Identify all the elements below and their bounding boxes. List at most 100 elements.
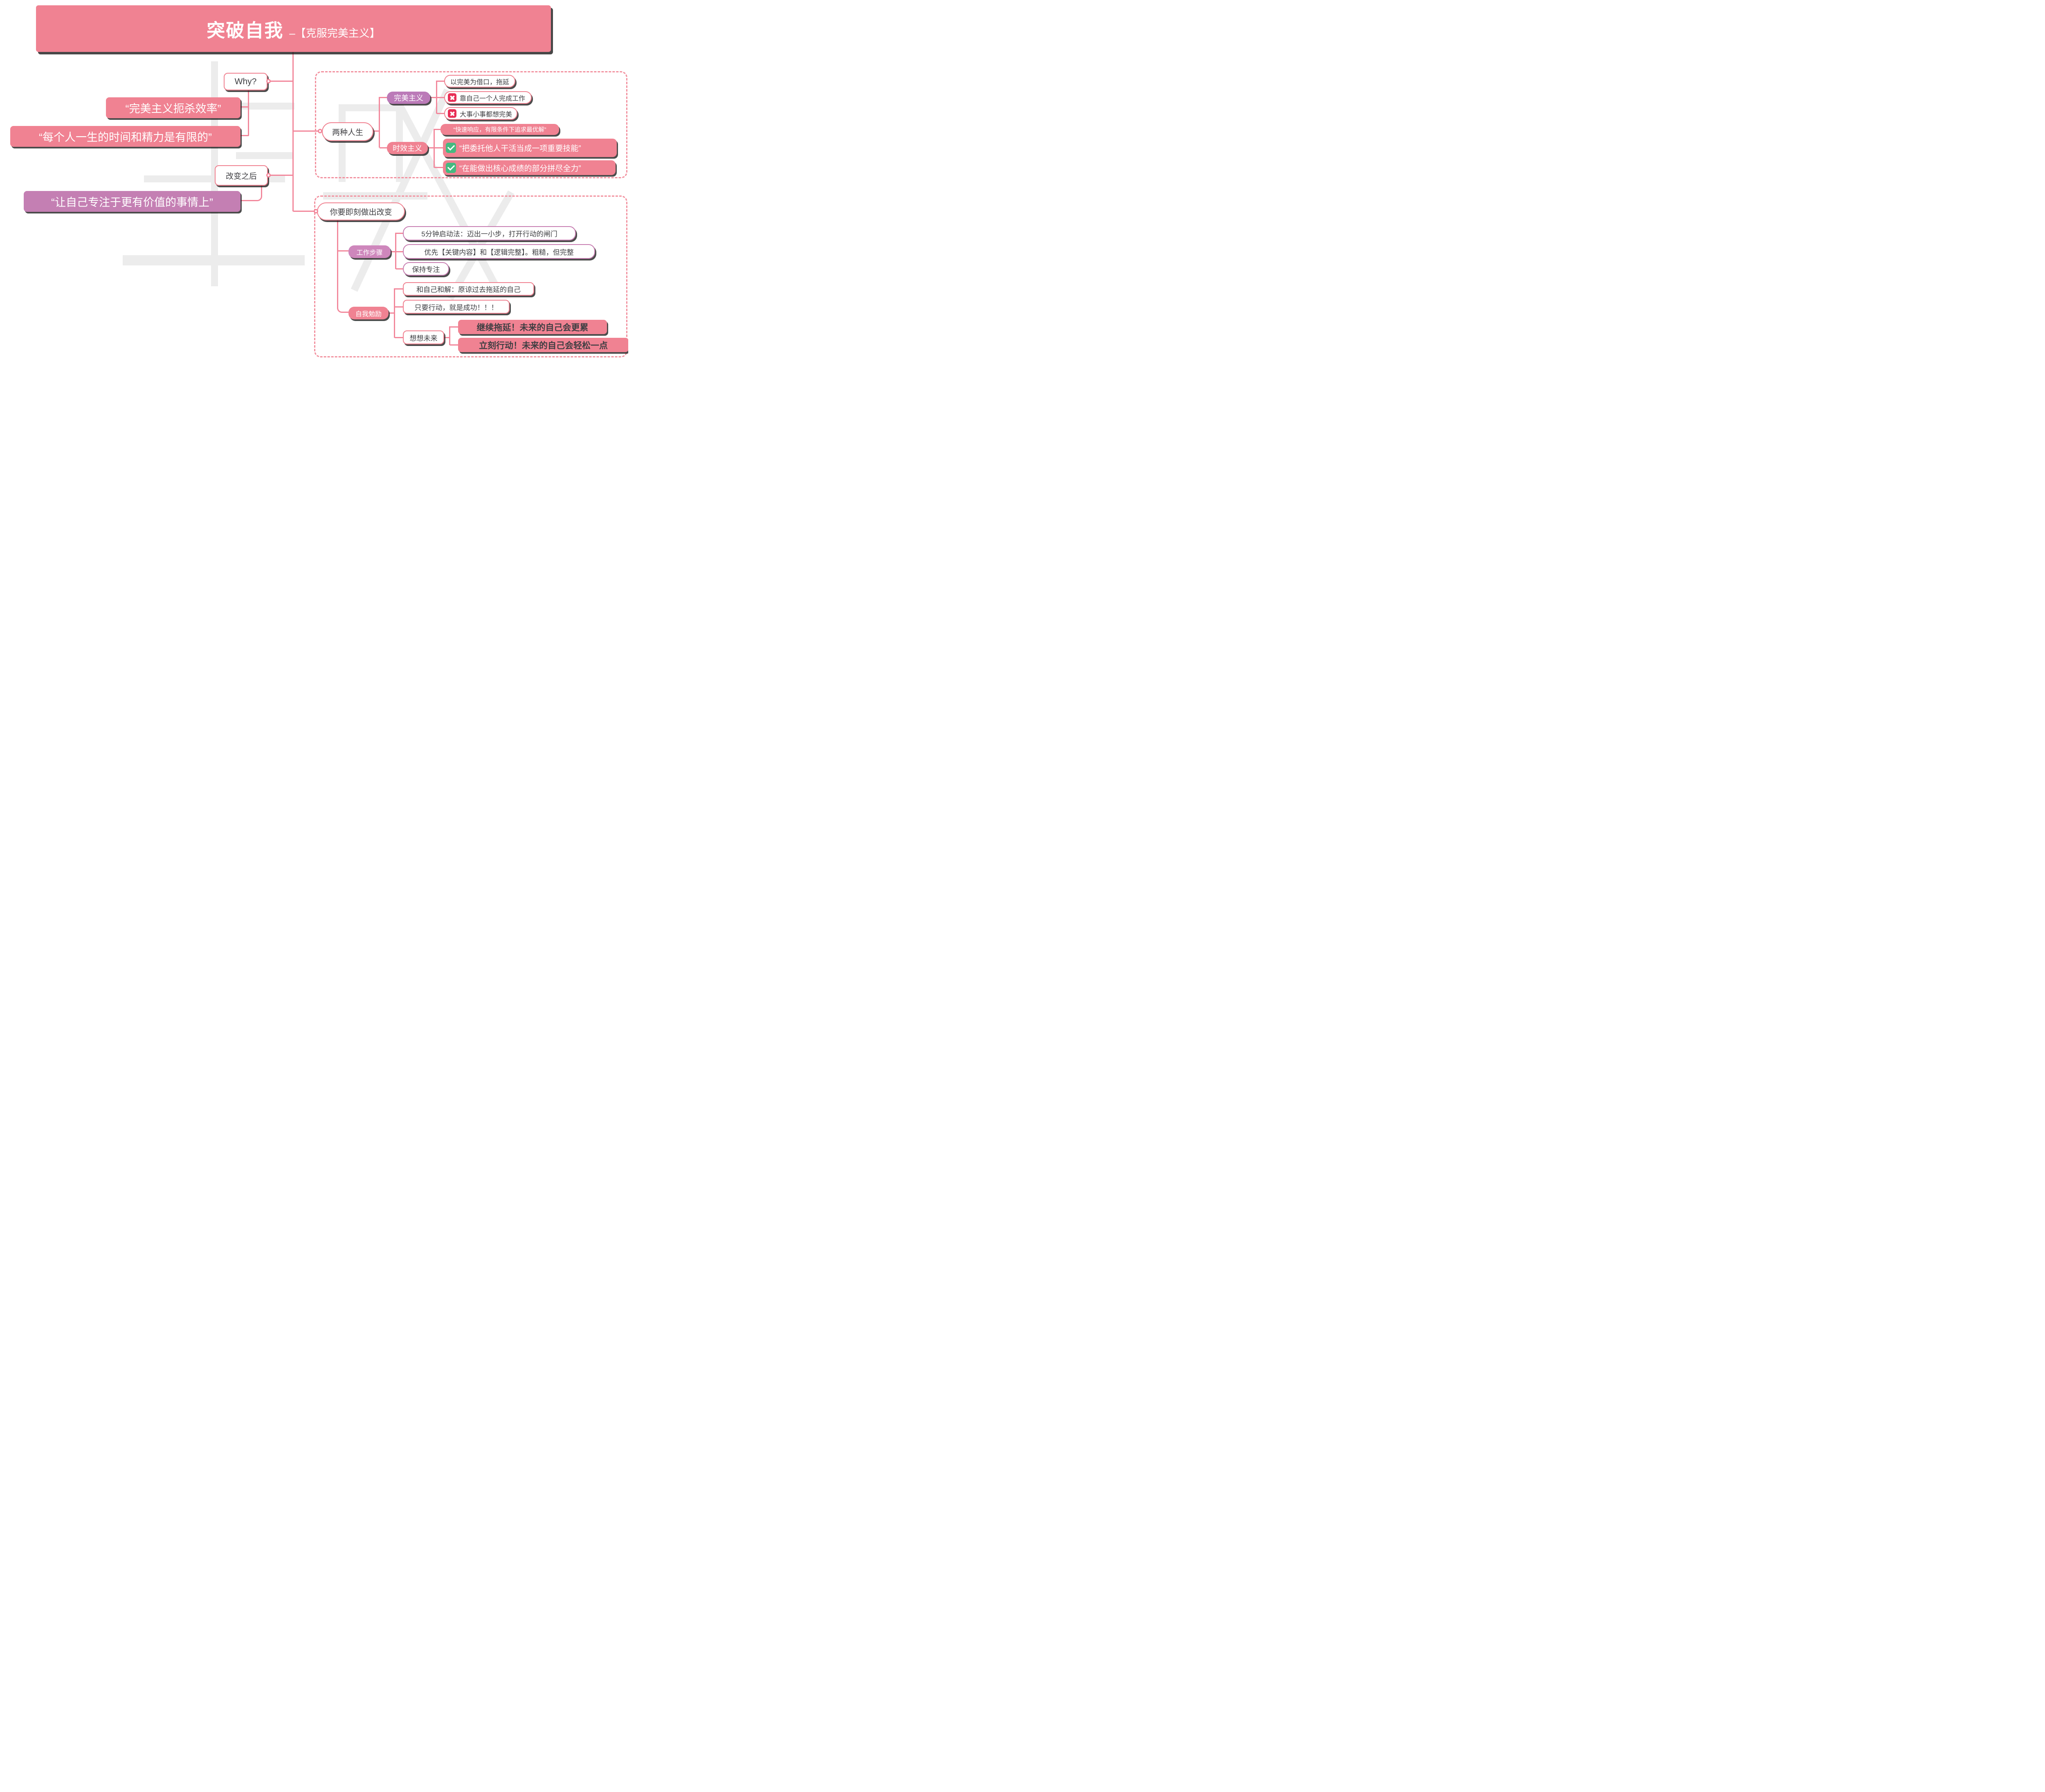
connector xyxy=(428,147,434,148)
connector-elbow xyxy=(240,185,262,201)
work-steps-item[interactable]: 5分钟启动法：迈出一小步，打开行动的闸门 xyxy=(403,226,576,240)
connector xyxy=(437,112,444,114)
quote-label: “让自己专注于更有价值的事情上” xyxy=(51,196,213,209)
connector xyxy=(434,128,440,130)
node-two-lives-label: 两种人生 xyxy=(332,128,363,137)
root-title-main: 突破自我 xyxy=(207,20,284,41)
connector xyxy=(337,220,338,292)
connector-dot xyxy=(266,79,271,83)
item-label: 保持专注 xyxy=(412,266,440,274)
connector xyxy=(380,97,387,98)
connector xyxy=(395,288,403,290)
connector xyxy=(268,80,293,82)
connector xyxy=(450,344,458,346)
connector xyxy=(449,326,450,345)
quote-label: “每个人一生的时间和精力是有限的” xyxy=(39,131,212,144)
check-icon xyxy=(446,162,456,173)
node-make-change[interactable]: 你要即刻做出改变 xyxy=(317,202,405,220)
connector-dot xyxy=(317,128,322,133)
timeliness-item[interactable]: “在能做出核心成绩的部分拼尽全力” xyxy=(443,160,616,175)
think-future-item[interactable]: 立刻行动！未来的自己会轻松一点 xyxy=(458,338,628,352)
work-steps-item[interactable]: 保持专注 xyxy=(403,262,449,276)
connector xyxy=(436,80,437,114)
timeliness-item[interactable]: “把委托他人干活当成一项重要技能” xyxy=(443,139,617,157)
connector-dot xyxy=(266,173,271,177)
connector xyxy=(395,306,403,308)
root-title: 突破自我 –【克服完美主义】 xyxy=(207,16,380,42)
connector xyxy=(338,250,348,252)
item-label: 优先【关键内容】和【逻辑完整】。粗糙，但完整 xyxy=(424,248,574,256)
connector xyxy=(248,90,249,136)
node-timeliness-label: 时效主义 xyxy=(393,144,422,153)
item-label: “把委托他人干活当成一项重要技能” xyxy=(459,144,581,153)
node-perfectionism[interactable]: 完美主义 xyxy=(387,92,430,104)
node-timeliness[interactable]: 时效主义 xyxy=(387,142,428,154)
connector xyxy=(396,251,403,252)
mindmap-canvas: 突破自我 –【克服完美主义】 Why? “完美主义扼杀效率” “每个人一生的时间… xyxy=(0,0,628,358)
node-self-motivation[interactable]: 自我勉励 xyxy=(348,307,389,319)
cross-icon xyxy=(448,109,456,118)
group-two-lives xyxy=(315,71,627,178)
self-motivation-item[interactable]: 和自己和解：原谅过去拖延的自己 xyxy=(403,282,534,296)
node-after-change[interactable]: 改变之后 xyxy=(215,165,268,186)
item-label: 以完美为借口，拖延 xyxy=(450,79,509,86)
work-steps-item[interactable]: 优先【关键内容】和【逻辑完整】。粗糙，但完整 xyxy=(403,244,595,259)
connector xyxy=(437,97,444,98)
connector xyxy=(450,326,458,328)
node-why[interactable]: Why? xyxy=(224,73,267,90)
item-label: 立刻行动！未来的自己会轻松一点 xyxy=(479,341,608,350)
check-icon xyxy=(446,143,456,153)
connector xyxy=(434,128,435,168)
perfectionism-item[interactable]: 靠自己一个人完成工作 xyxy=(444,91,532,104)
node-quote-efficiency[interactable]: “完美主义扼杀效率” xyxy=(106,97,240,118)
item-label: 和自己和解：原谅过去拖延的自己 xyxy=(416,286,521,294)
node-two-lives[interactable]: 两种人生 xyxy=(322,122,373,141)
item-label: 大事小事都想完美 xyxy=(460,111,512,118)
connector xyxy=(240,106,249,108)
connector xyxy=(434,166,443,168)
connector-dot xyxy=(313,209,318,213)
item-label: 只要行动，就是成功！！！ xyxy=(414,303,498,312)
perfectionism-item[interactable]: 以完美为借口，拖延 xyxy=(444,75,515,88)
item-label: “快速响应，有限条件下追求最优解” xyxy=(453,127,546,133)
node-quote-limited-time[interactable]: “每个人一生的时间和精力是有限的” xyxy=(10,126,240,147)
watermark-stroke xyxy=(339,104,403,111)
connector xyxy=(389,312,395,314)
connector xyxy=(395,232,396,269)
node-work-steps-label: 工作步骤 xyxy=(356,249,383,256)
node-quote-focus-value[interactable]: “让自己专注于更有价值的事情上” xyxy=(24,191,240,212)
think-future-item[interactable]: 继续拖延！未来的自己会更累 xyxy=(458,320,607,334)
item-label: “在能做出核心成绩的部分拼尽全力” xyxy=(459,164,581,173)
node-why-label: Why? xyxy=(234,76,257,86)
connector xyxy=(396,268,403,269)
connector xyxy=(293,130,322,132)
node-think-future[interactable]: 想想未来 xyxy=(403,330,444,344)
node-after-change-label: 改变之后 xyxy=(225,172,257,181)
self-motivation-item[interactable]: 只要行动，就是成功！！！ xyxy=(403,300,510,314)
connector xyxy=(379,97,380,148)
connector xyxy=(396,232,403,234)
connector xyxy=(394,288,395,338)
perfectionism-item[interactable]: 大事小事都想完美 xyxy=(444,107,517,120)
node-perfectionism-label: 完美主义 xyxy=(394,94,423,102)
root-title-banner[interactable]: 突破自我 –【克服完美主义】 xyxy=(36,5,551,52)
timeliness-item[interactable]: “快速响应，有限条件下追求最优解” xyxy=(440,124,559,135)
item-label: 靠自己一个人完成工作 xyxy=(460,95,526,102)
connector xyxy=(268,174,293,176)
node-self-motivation-label: 自我勉励 xyxy=(355,310,382,318)
connector xyxy=(373,130,380,132)
group-make-change xyxy=(314,195,627,357)
node-think-future-label: 想想未来 xyxy=(409,334,438,342)
item-label: 继续拖延！未来的自己会更累 xyxy=(476,323,589,332)
connector xyxy=(430,97,437,98)
connector xyxy=(293,210,317,212)
cross-icon xyxy=(448,93,456,102)
node-make-change-label: 你要即刻做出改变 xyxy=(330,208,392,217)
connector xyxy=(240,135,249,136)
item-label: 5分钟启动法：迈出一小步，打开行动的闸门 xyxy=(421,230,557,238)
node-work-steps[interactable]: 工作步骤 xyxy=(348,245,391,258)
connector xyxy=(434,147,443,148)
watermark-stroke xyxy=(229,103,294,110)
watermark-stroke xyxy=(123,255,305,265)
connector-trunk xyxy=(292,52,294,211)
